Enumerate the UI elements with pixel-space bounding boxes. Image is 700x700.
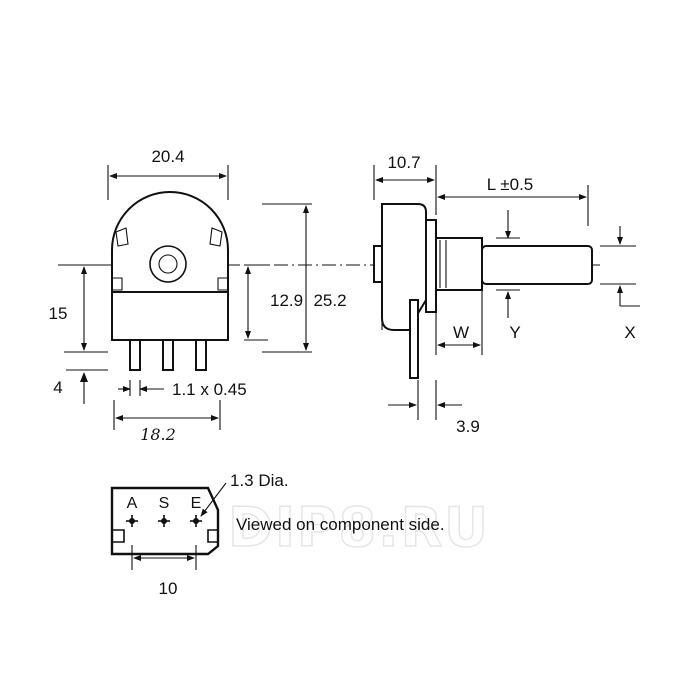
shaft xyxy=(481,245,593,285)
watermark-text: DIP8.RU xyxy=(228,496,490,559)
shaft-outer-circle xyxy=(149,245,187,283)
dim-shaft-length-label: L ±0.5 xyxy=(487,175,534,194)
body-notch-right-top xyxy=(209,227,223,247)
pitch-dim-label: 10 xyxy=(159,579,178,598)
dim-w-label: W xyxy=(453,323,469,342)
hole-dia-label: 1.3 Dia. xyxy=(230,471,289,490)
front-view: 20.4 15 4 1.1 x 0.45 18.2 xyxy=(49,147,600,444)
pin-label-s: S xyxy=(159,495,170,512)
side-view: 10.7 L ±0.5 Y X W 3.9 xyxy=(373,153,640,436)
front-plate xyxy=(373,245,383,283)
side-body xyxy=(381,203,427,331)
dim-pin-length-label: 4 xyxy=(53,378,62,397)
dim-body-depth-label: 10.7 xyxy=(387,153,420,172)
dim-terminal-offset-label: 3.9 xyxy=(456,417,480,436)
body-notch-right-bottom xyxy=(217,277,228,291)
footprint-outline xyxy=(110,486,220,556)
dim-x-label: X xyxy=(624,323,635,342)
bushing xyxy=(435,237,483,291)
dim-width-label: 20.4 xyxy=(151,147,184,166)
dim-y-label: Y xyxy=(509,323,520,342)
footprint-notch-left xyxy=(112,529,125,543)
dim-base-width-label: 18.2 xyxy=(140,425,176,444)
body-notch-left-bottom xyxy=(112,277,123,291)
hole-a xyxy=(126,515,138,527)
pin-label-a: A xyxy=(127,495,138,512)
footprint-notch-right xyxy=(207,529,218,543)
back-plate xyxy=(425,219,437,313)
hole-s xyxy=(158,515,170,527)
center-dimensions: 12.9 25.2 xyxy=(244,203,347,353)
dim-shaft-height-label: 12.9 xyxy=(270,291,303,310)
hole-e xyxy=(190,515,202,527)
pot-base-body xyxy=(111,291,229,341)
pot-round-body xyxy=(111,191,229,293)
pin-label-e: E xyxy=(191,495,202,512)
dim-total-height-label: 25.2 xyxy=(313,291,346,310)
dim-height-label: 15 xyxy=(49,304,68,323)
pin-right xyxy=(195,339,207,371)
body-notch-left-top xyxy=(115,227,129,247)
side-terminal xyxy=(409,299,419,379)
viewed-note: Viewed on component side. xyxy=(236,515,445,534)
pin-center xyxy=(162,339,174,371)
footprint-view: A S E 1.3 Dia. 10 Viewed on component si… xyxy=(110,471,445,598)
dim-pin-size-label: 1.1 x 0.45 xyxy=(172,380,247,399)
pin-left xyxy=(129,339,141,371)
shaft-inner-circle xyxy=(158,254,178,274)
